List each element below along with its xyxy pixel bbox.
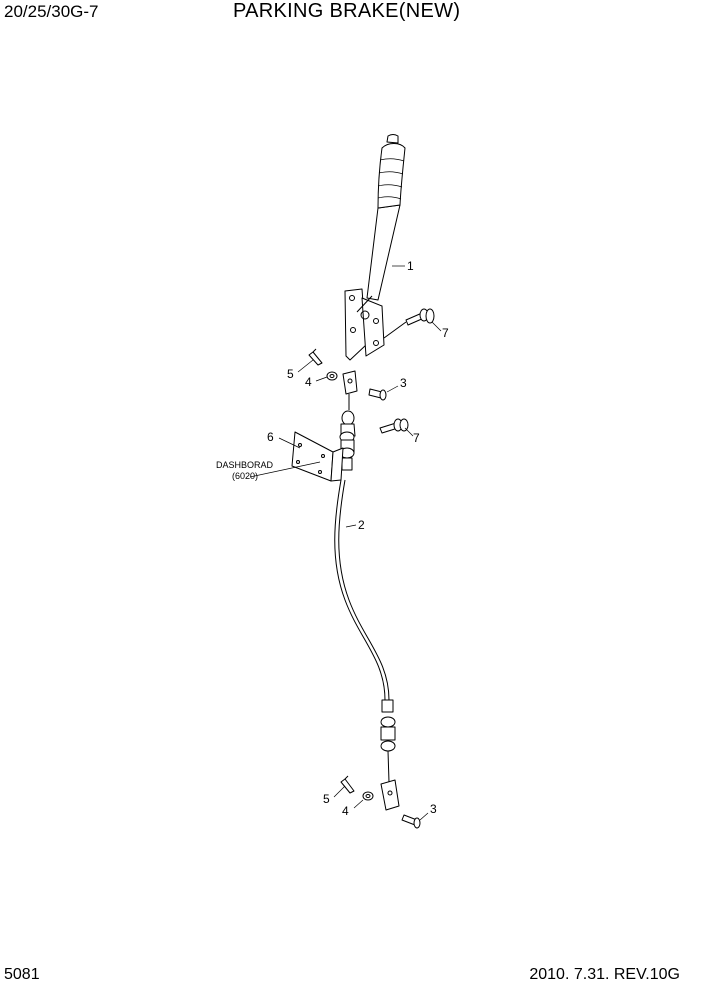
callout-1: 1 bbox=[407, 259, 414, 273]
callout-3-lower: 3 bbox=[430, 802, 437, 816]
leader-lines bbox=[249, 265, 442, 821]
page-title: PARKING BRAKE(NEW) bbox=[233, 0, 461, 22]
callout-7-lower: 7 bbox=[413, 431, 420, 445]
cable-fitting-upper bbox=[339, 410, 356, 471]
clevis-pin-lower bbox=[401, 814, 421, 829]
washer-lower bbox=[362, 791, 374, 801]
washer-upper bbox=[326, 371, 338, 381]
page-number: 5081 bbox=[4, 966, 40, 983]
callout-7-upper: 7 bbox=[442, 326, 449, 340]
dashboard-ref: (6020) bbox=[232, 471, 258, 481]
dashboard-label: DASHBORAD bbox=[216, 460, 274, 470]
callout-5-lower: 5 bbox=[323, 792, 330, 806]
callout-4-upper: 4 bbox=[305, 375, 312, 389]
clevis-lower bbox=[380, 779, 400, 811]
brake-cable bbox=[334, 479, 396, 783]
callout-6: 6 bbox=[267, 430, 274, 444]
dashboard-bracket bbox=[291, 431, 344, 482]
clevis-pin-upper bbox=[368, 388, 387, 401]
bolt-washer-upper bbox=[383, 308, 435, 339]
callout-3-upper: 3 bbox=[400, 376, 407, 390]
cotter-pin-upper bbox=[308, 348, 323, 366]
cotter-pin-lower bbox=[340, 775, 355, 794]
clevis-upper bbox=[342, 370, 358, 410]
revision-stamp: 2010. 7.31. REV.10G bbox=[529, 966, 680, 983]
model-code: 20/25/30G-7 bbox=[4, 2, 99, 21]
parking-brake-lever bbox=[344, 134, 406, 361]
callout-2: 2 bbox=[358, 518, 365, 532]
callout-4-lower: 4 bbox=[342, 804, 349, 818]
callout-5-upper: 5 bbox=[287, 367, 294, 381]
bolt-washer-lower bbox=[379, 418, 409, 434]
